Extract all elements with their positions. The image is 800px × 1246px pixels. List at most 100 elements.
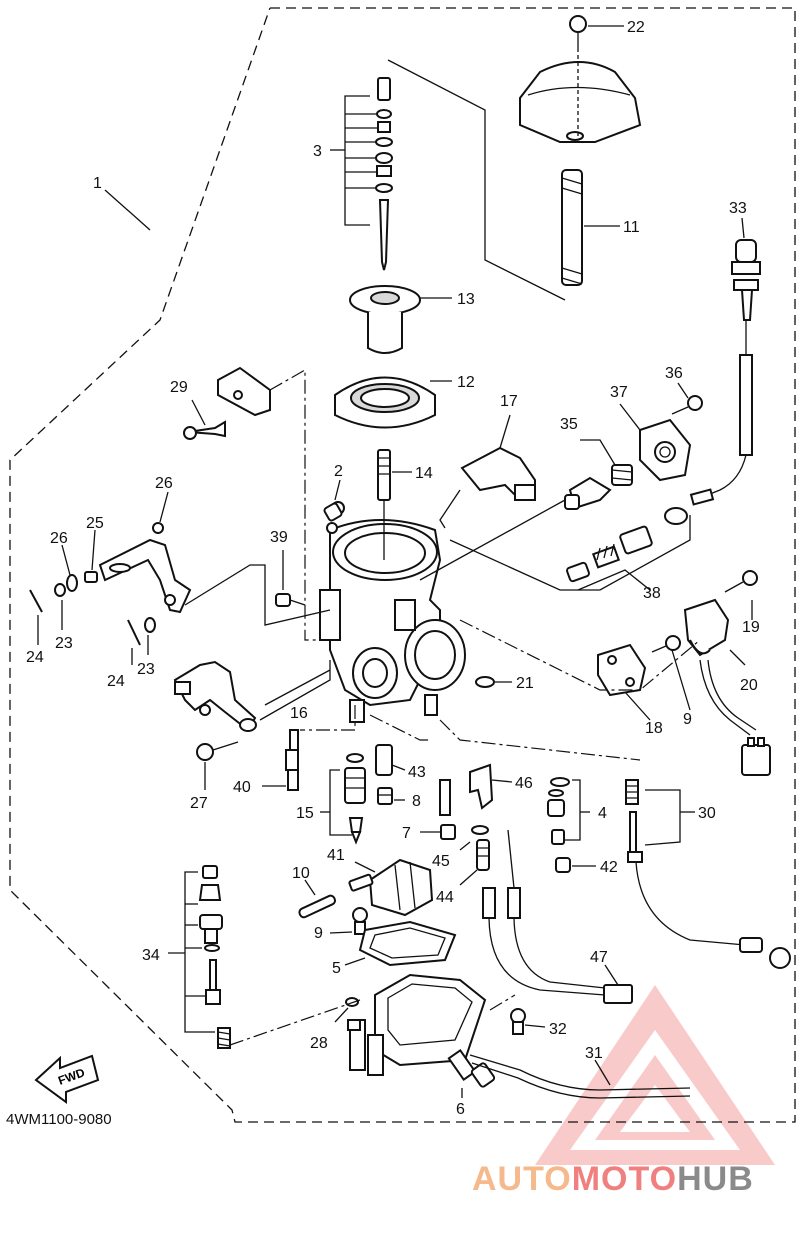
label-3: 3 bbox=[313, 143, 322, 160]
part-pin-10 bbox=[298, 894, 337, 919]
svg-text:AUTOMOTOHUB: AUTOMOTOHUB bbox=[472, 1160, 754, 1198]
label-34: 34 bbox=[142, 947, 160, 964]
watermark-logo bbox=[535, 985, 775, 1165]
part-diaphragm-cover bbox=[519, 61, 642, 143]
label-35: 35 bbox=[560, 416, 578, 433]
part-bracket-29 bbox=[183, 366, 271, 440]
part-jet-needle-set bbox=[375, 77, 393, 271]
label-27: 27 bbox=[190, 795, 208, 812]
part-throttle-housing-20 bbox=[683, 598, 771, 776]
label-45: 45 bbox=[432, 853, 450, 870]
label-47: 47 bbox=[590, 949, 608, 966]
part-main-jet-8 bbox=[377, 787, 393, 805]
assembly-boundary bbox=[9, 7, 796, 1123]
label-19: 19 bbox=[742, 619, 760, 636]
label-10: 10 bbox=[292, 865, 310, 882]
part-spring-11 bbox=[561, 169, 583, 286]
part-float-41 bbox=[348, 858, 434, 917]
part-jet-7 bbox=[440, 824, 456, 840]
part-screw-set-38 bbox=[566, 507, 688, 583]
label-46: 46 bbox=[515, 775, 533, 792]
part-pin-24b bbox=[127, 617, 156, 646]
label-1: 1 bbox=[93, 175, 102, 192]
part-oring-28 bbox=[345, 997, 359, 1007]
label-21: 21 bbox=[516, 675, 534, 692]
part-needle-jet-14 bbox=[377, 449, 391, 501]
part-diaphragm bbox=[334, 376, 436, 429]
label-33: 33 bbox=[729, 200, 747, 217]
label-32: 32 bbox=[549, 1021, 567, 1038]
label-18: 18 bbox=[645, 720, 663, 737]
watermark-part1: AUTO bbox=[472, 1160, 572, 1198]
part-carburetor-body bbox=[319, 501, 466, 723]
label-42: 42 bbox=[600, 859, 618, 876]
watermark-part3: HUB bbox=[677, 1160, 754, 1198]
diagram-code: 4WM1100-9080 bbox=[6, 1111, 112, 1128]
label-14: 14 bbox=[415, 465, 433, 482]
label-8: 8 bbox=[412, 793, 421, 810]
label-24-left: 24 bbox=[26, 649, 44, 666]
label-2: 2 bbox=[334, 463, 343, 480]
part-screw-22 bbox=[569, 15, 587, 140]
label-13: 13 bbox=[457, 291, 475, 308]
part-fitting-44 bbox=[476, 839, 490, 871]
label-28: 28 bbox=[310, 1035, 328, 1052]
label-36: 36 bbox=[665, 365, 683, 382]
watermark-part2: MOTO bbox=[572, 1160, 677, 1198]
label-5: 5 bbox=[332, 960, 341, 977]
part-pilot-screw-40 bbox=[285, 729, 299, 791]
part-float-valve-15 bbox=[344, 753, 366, 845]
label-29: 29 bbox=[170, 379, 188, 396]
label-26-top: 26 bbox=[155, 475, 173, 492]
label-31: 31 bbox=[585, 1045, 603, 1062]
watermark-text: AUTOMOTOHUB bbox=[472, 1160, 754, 1198]
label-37: 37 bbox=[610, 384, 628, 401]
label-30: 30 bbox=[698, 805, 716, 822]
part-plunger-35 bbox=[564, 464, 633, 510]
label-15: 15 bbox=[296, 805, 314, 822]
part-jet-holder-43 bbox=[375, 744, 393, 776]
part-choke-cable-33 bbox=[689, 239, 761, 506]
label-4: 4 bbox=[598, 805, 607, 822]
part-drain-screw-6 bbox=[447, 1048, 496, 1088]
part-oring-21 bbox=[475, 676, 495, 688]
part-rod bbox=[439, 779, 451, 816]
part-float-bowl bbox=[347, 973, 487, 1076]
part-screw-39 bbox=[275, 593, 306, 607]
part-screw-9-top bbox=[651, 635, 681, 653]
part-set-4 bbox=[547, 777, 570, 845]
label-9-top: 9 bbox=[683, 711, 692, 728]
part-washer-26 bbox=[66, 571, 98, 592]
label-26-left: 26 bbox=[50, 530, 68, 547]
part-washer-45 bbox=[471, 825, 489, 835]
label-41: 41 bbox=[327, 847, 345, 864]
part-screw-27 bbox=[196, 718, 257, 761]
part-coupling-17 bbox=[460, 446, 536, 501]
label-20: 20 bbox=[740, 677, 758, 694]
label-22: 22 bbox=[627, 19, 645, 36]
part-jet-set-34 bbox=[198, 865, 231, 1049]
label-23-right: 23 bbox=[137, 661, 155, 678]
part-cover-37 bbox=[639, 418, 692, 482]
part-plate-18 bbox=[597, 643, 647, 697]
part-screw-9-bottom bbox=[352, 907, 368, 935]
part-piston-valve bbox=[349, 285, 421, 354]
label-44: 44 bbox=[436, 889, 454, 906]
label-39: 39 bbox=[270, 529, 288, 546]
part-bracket-26 bbox=[98, 522, 192, 614]
fwd-direction-arrow: FWD bbox=[34, 1054, 100, 1104]
part-screw-36 bbox=[671, 395, 703, 415]
part-plug-42 bbox=[555, 857, 571, 873]
part-screw-2 bbox=[323, 502, 343, 522]
part-hose-31 bbox=[469, 1054, 691, 1099]
label-16: 16 bbox=[290, 705, 308, 722]
part-pin-24a bbox=[29, 583, 66, 613]
part-throttle-cable-30 bbox=[625, 779, 791, 969]
label-25: 25 bbox=[86, 515, 104, 532]
label-12: 12 bbox=[457, 374, 475, 391]
label-9-bottom: 9 bbox=[314, 925, 323, 942]
label-23-left: 23 bbox=[55, 635, 73, 652]
label-6: 6 bbox=[456, 1101, 465, 1118]
